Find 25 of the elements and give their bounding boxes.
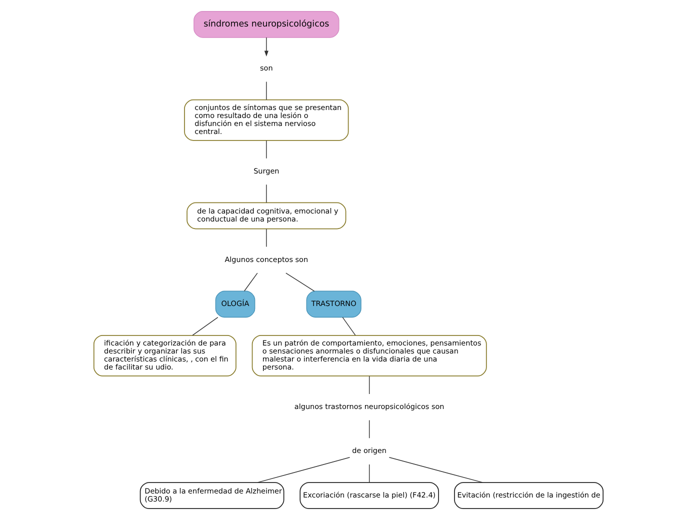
node-box: síndromes neuropsicológicos <box>193 11 339 38</box>
node-box: ificación y categorización de para describir y organizar las sus características clínicas, , con el fin de facilitar su udio. <box>92 334 236 376</box>
connector <box>342 316 356 336</box>
node-text: Algunos conceptos son <box>224 254 308 264</box>
node-box: TRASTORNO <box>306 290 361 318</box>
node-box: conjuntos de síntomas que se presentan como resultado de una lesión o disfunción en el sistema nervioso central. <box>184 99 348 141</box>
node-box: Excoriación (rascarse la piel) (F42.4) <box>299 482 438 510</box>
connector <box>285 272 314 292</box>
connector <box>368 464 370 483</box>
node-box: Es un patrón de comportamiento, emociones, pensamientos o sensaciones anormales o disfuncionales que causan malestar o interferencia en la vida diaria de una persona. <box>251 334 486 376</box>
node-text: son <box>260 63 272 72</box>
node-box: Evitación (restricción de la ingestión de <box>454 482 604 510</box>
node-text: Surgen <box>253 166 279 176</box>
connector <box>192 316 218 336</box>
connector <box>388 457 482 483</box>
connector <box>256 457 350 483</box>
node-box: de la capacidad cognitiva, emocional y conductual de una persona. <box>186 202 346 230</box>
node-text: algunos trastornos neuropsicológicos son <box>294 402 444 411</box>
connector <box>368 376 370 394</box>
node-box: OLOGÍA <box>214 290 255 318</box>
arrow <box>264 37 268 57</box>
connector <box>368 420 370 438</box>
connector <box>243 272 258 292</box>
node-text: de origen <box>352 446 386 456</box>
node-box: Debido a la enfermedad de Alzheimer (G30.9) <box>139 482 284 510</box>
